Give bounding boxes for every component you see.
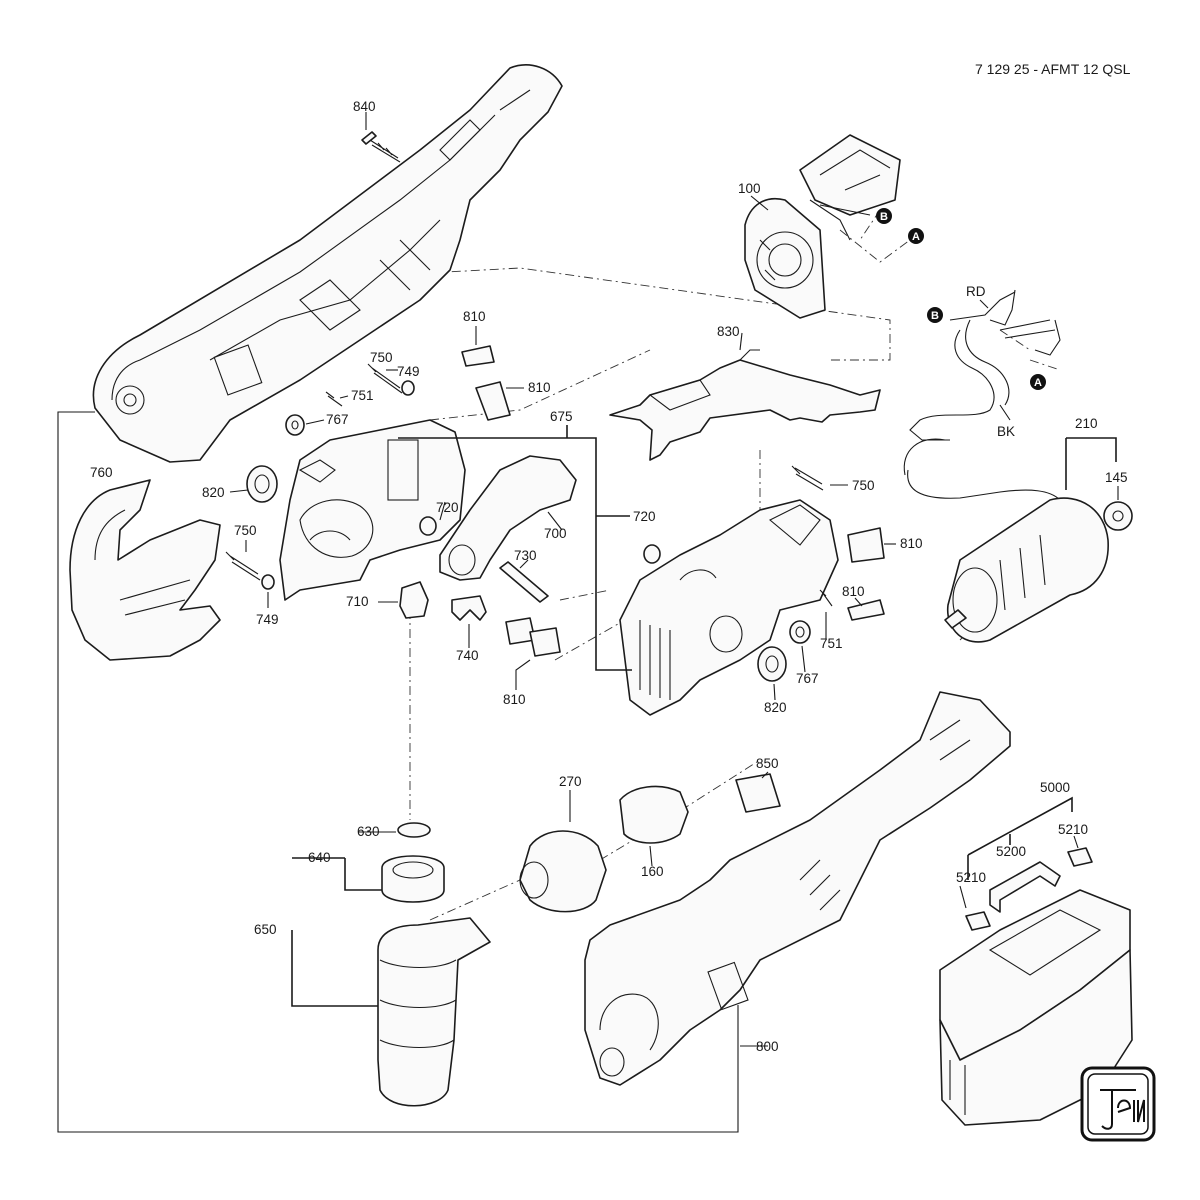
callout-5200: 5200 xyxy=(996,844,1026,859)
callout-751: 751 xyxy=(820,636,843,651)
bearing-640 xyxy=(381,855,445,903)
bearing-820-right xyxy=(757,646,787,682)
pad-850 xyxy=(735,773,781,813)
leader-lines xyxy=(229,112,1119,1047)
main-housing-800 xyxy=(584,691,1011,1086)
pad-810-b xyxy=(475,381,511,421)
svg-text:A: A xyxy=(912,231,920,243)
screw-750-lower xyxy=(225,551,261,581)
washer-749-lower xyxy=(261,574,275,590)
brackets xyxy=(291,425,1117,1007)
callout-640: 640 xyxy=(308,850,331,865)
housing-half-top xyxy=(92,64,563,463)
callout-270: 270 xyxy=(559,774,582,789)
callout-751: 751 xyxy=(351,388,374,403)
bushing-720-left xyxy=(419,516,437,536)
pad-810-d xyxy=(847,599,885,621)
screw-751-upper xyxy=(325,391,343,407)
pad-810-e xyxy=(505,617,561,657)
brush-145 xyxy=(1103,501,1133,531)
callout-700: 700 xyxy=(544,526,567,541)
callout-730: 730 xyxy=(514,548,537,563)
callout-840: 840 xyxy=(353,99,376,114)
assembly-frame-line xyxy=(57,411,739,1133)
svg-text:B: B xyxy=(880,211,888,223)
ring-630 xyxy=(397,822,431,838)
callout-160: 160 xyxy=(641,864,664,879)
fein-logo-icon xyxy=(1080,1066,1156,1142)
callout-100: 100 xyxy=(738,181,761,196)
callout-850: 850 xyxy=(756,756,779,771)
cover-830 xyxy=(609,349,881,461)
callout-720: 720 xyxy=(436,500,459,515)
connection-marker-a-upper: A xyxy=(908,228,924,244)
gear-housing-right xyxy=(619,499,839,716)
motor-210 xyxy=(944,497,1109,643)
wire-harness xyxy=(903,289,1061,501)
callout-810: 810 xyxy=(900,536,923,551)
callout-750: 750 xyxy=(234,523,257,538)
callout-810: 810 xyxy=(528,380,551,395)
connection-marker-b-lower: B xyxy=(927,307,943,323)
gear-270 xyxy=(519,830,607,913)
callout-767: 767 xyxy=(796,671,819,686)
callout-740: 740 xyxy=(456,648,479,663)
callout-810: 810 xyxy=(503,692,526,707)
callout-720: 720 xyxy=(633,509,656,524)
callout-210: 210 xyxy=(1075,416,1098,431)
callout-750: 750 xyxy=(370,350,393,365)
svg-text:A: A xyxy=(1034,377,1042,389)
callout-710: 710 xyxy=(346,594,369,609)
drawing-title: 7 129 25 - AFMT 12 QSL xyxy=(975,61,1131,77)
callout-675: 675 xyxy=(550,409,573,424)
callout-749: 749 xyxy=(256,612,279,627)
pad-810-a xyxy=(461,345,495,367)
callout-830: 830 xyxy=(717,324,740,339)
callout-820: 820 xyxy=(202,485,225,500)
wire-label-black: BK xyxy=(997,424,1015,439)
callout-145: 145 xyxy=(1105,470,1128,485)
pad-810-c xyxy=(847,527,885,563)
gear-housing-675-left xyxy=(279,419,466,601)
pin-730 xyxy=(499,561,549,603)
svg-text:B: B xyxy=(931,310,939,322)
bearing-820-left xyxy=(246,465,278,503)
screw-750-upper xyxy=(367,363,403,394)
latch-5210-left xyxy=(965,911,991,931)
bushing-720-right xyxy=(643,544,661,564)
callout-5210: 5210 xyxy=(956,870,986,885)
connection-marker-b-upper: B xyxy=(876,208,892,224)
callout-750: 750 xyxy=(852,478,875,493)
callout-760: 760 xyxy=(90,465,113,480)
callout-5000: 5000 xyxy=(1040,780,1070,795)
clip-740 xyxy=(451,595,487,621)
callout-5210: 5210 xyxy=(1058,822,1088,837)
callout-749: 749 xyxy=(397,364,420,379)
cam-710 xyxy=(399,581,429,619)
callout-810: 810 xyxy=(463,309,486,324)
part-callouts: 840 100 750 749 751 767 810 810 830 675 … xyxy=(90,99,1128,1054)
washer-749-upper xyxy=(401,380,415,396)
connection-marker-a-lower: A xyxy=(1030,374,1046,390)
callout-630: 630 xyxy=(357,824,380,839)
wire-label-red: RD xyxy=(966,284,986,299)
spindle-650 xyxy=(377,917,491,1107)
callout-800: 800 xyxy=(756,1039,779,1054)
electronics-module-100 xyxy=(744,134,901,319)
front-cover-760 xyxy=(69,479,221,661)
callout-767: 767 xyxy=(326,412,349,427)
screw-750-mid xyxy=(791,465,824,491)
screw-751-lower xyxy=(819,589,833,607)
callout-820: 820 xyxy=(764,700,787,715)
lever-700 xyxy=(439,455,577,581)
washer-767-left xyxy=(285,414,305,436)
screw-840 xyxy=(361,131,401,163)
callout-810: 810 xyxy=(842,584,865,599)
callout-650: 650 xyxy=(254,922,277,937)
handle-5200 xyxy=(989,861,1061,913)
latch-5210-right xyxy=(1067,847,1093,867)
washer-767-right xyxy=(789,620,811,644)
coupling-160 xyxy=(619,785,689,844)
